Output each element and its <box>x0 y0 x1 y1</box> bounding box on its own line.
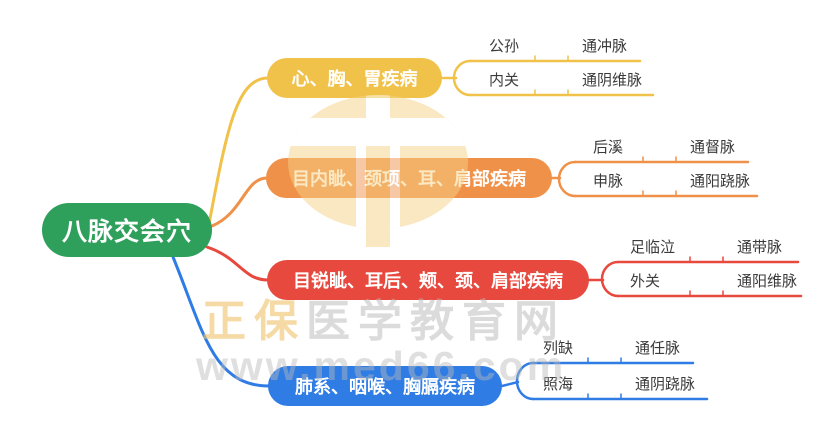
leaf-point-label: 外关 <box>630 273 661 290</box>
leaf-point-label: 列缺 <box>543 340 574 357</box>
leaf-vessel-label: 通带脉 <box>737 239 783 256</box>
root-node: 八脉交会穴 <box>42 203 212 257</box>
branch-node-3: 目锐眦、耳后、颊、颈、肩部疾病 <box>267 260 589 300</box>
leaf-point-label: 足临泣 <box>630 239 676 256</box>
leaf-point-label: 照海 <box>543 376 574 393</box>
watermark-url-text: www.med66.com <box>196 343 567 389</box>
leaf-vessel-label: 通阴跷脉 <box>635 376 696 393</box>
leaf-vessel-label: 通阴维脉 <box>582 72 643 89</box>
leaf-vessel-label: 通督脉 <box>690 139 736 156</box>
watermark-brand-prefix: 正保 <box>202 297 306 346</box>
branch-curve-1 <box>207 76 270 226</box>
leaf-vessel-label: 通冲脉 <box>582 38 628 55</box>
leaf-point-label: 申脉 <box>593 173 624 190</box>
branch-curve-2 <box>210 176 269 228</box>
branch-node-1: 心、胸、胃疾病 <box>267 58 442 98</box>
watermark-brand-text: 正保医学教育网 <box>202 285 566 349</box>
leaf-point-label: 后溪 <box>593 139 624 156</box>
leaf-point-label: 内关 <box>489 72 520 89</box>
leaf-vessel-label: 通阳跷脉 <box>690 173 751 190</box>
branch-node-2: 目内眦、颈项、耳、肩部疾病 <box>266 158 552 198</box>
leaf-point-label: 公孙 <box>489 38 520 55</box>
branch-node-4: 肺系、咽喉、胸膈疾病 <box>268 366 502 406</box>
leaf-vessel-label: 通阳维脉 <box>737 273 798 290</box>
watermark-brand-rest: 医学教育网 <box>306 297 566 346</box>
leaf-vessel-label: 通任脉 <box>635 340 681 357</box>
branch-curve-3 <box>205 245 270 282</box>
